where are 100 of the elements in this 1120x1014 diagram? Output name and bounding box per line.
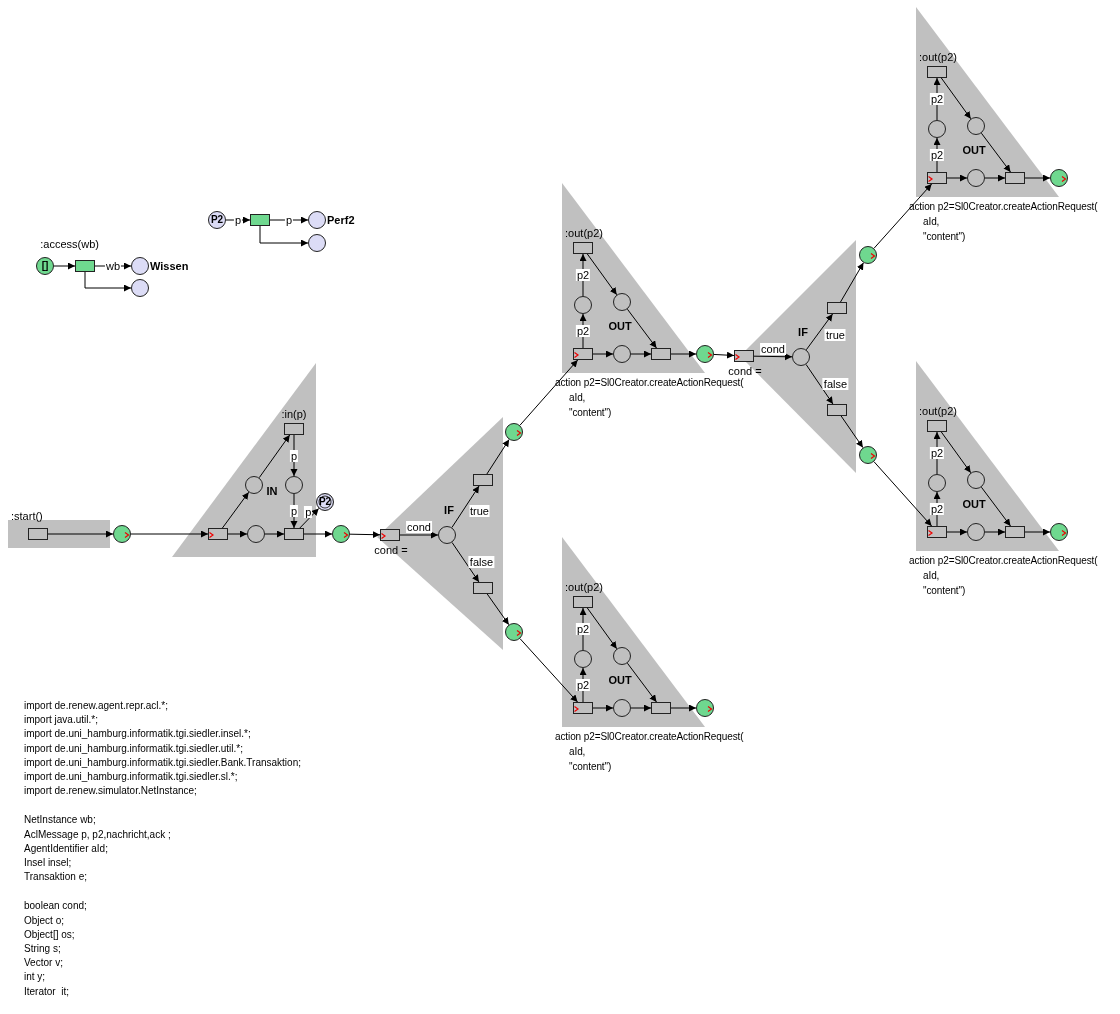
action-inscription: action p2=Sl0Creator.createActionRequest( [909, 200, 1098, 214]
arc-arrow [451, 541, 480, 583]
arc-arrow [805, 363, 834, 405]
region-label: OUT [608, 320, 632, 333]
action-inscription: "content") [923, 584, 966, 598]
code-line: Object o; [24, 913, 65, 927]
arc-arrow [873, 183, 933, 249]
code-line: int y; [24, 970, 46, 984]
arc-arrow [946, 174, 968, 182]
place-circle [36, 257, 54, 275]
transition-box [927, 526, 947, 538]
arc-arrow [670, 704, 697, 712]
arc-arrow [299, 507, 320, 529]
arc-arrow [486, 439, 510, 475]
place-circle [696, 345, 714, 363]
transition-inscription: :out(p2) [919, 51, 957, 64]
transition-box [827, 404, 847, 416]
arc-arrow [349, 531, 381, 539]
place-circle [859, 446, 877, 464]
arc-arrow [1024, 528, 1051, 536]
transition-box [827, 302, 847, 314]
arc-arrow [592, 350, 614, 358]
region-label: IN [266, 485, 278, 498]
code-line: import de.renew.agent.repr.acl.*; [24, 699, 168, 712]
arc-label: p2 [575, 325, 591, 337]
arc-arrow [519, 359, 579, 426]
transition-box [250, 214, 270, 226]
arc-label: p [289, 449, 299, 462]
place-label: P2 [317, 495, 333, 509]
arc-arrow [264, 530, 285, 538]
transition-inscription: cond = [374, 544, 408, 557]
place-circle [332, 525, 350, 543]
arc-arrow [840, 415, 864, 449]
arc-arrow [940, 77, 972, 120]
transition-box [473, 474, 493, 486]
code-line: NetInstance wb; [24, 813, 96, 827]
subnet-triangle [172, 363, 316, 557]
subnet-triangle [562, 537, 705, 727]
arc-arrow [258, 434, 291, 479]
code-line: AclMessage p, p2,nachricht,ack ; [24, 827, 171, 841]
transition-box [208, 528, 228, 540]
arc-arrow [873, 461, 933, 527]
action-inscription: action p2=Sl0Creator.createActionRequest( [555, 376, 744, 390]
subnet-triangle [916, 7, 1059, 197]
arc-arrow [519, 638, 579, 703]
arc-arrow [586, 253, 618, 296]
place-circle [308, 234, 326, 252]
arc-arrow [980, 132, 1011, 173]
arc-arrow [626, 662, 657, 703]
transition-inscription: :access(wb) [40, 238, 99, 251]
code-line: Object[] os; [24, 927, 75, 941]
region-label: OUT [962, 144, 986, 157]
arc-arrow [303, 530, 333, 538]
transition-inscription: :out(p2) [565, 227, 603, 240]
transition-box [927, 172, 947, 184]
action-inscription: aId, [569, 391, 586, 405]
code-line: AgentIdentifier aId; [24, 841, 108, 855]
arc-arrow [670, 350, 697, 358]
arc-arrow [486, 593, 510, 626]
place-circle [505, 623, 523, 641]
arc-arrow [586, 607, 618, 650]
arc-label: p2 [575, 679, 591, 691]
arc-label: p2 [929, 149, 945, 161]
code-line: import de.uni_hamburg.informatik.tgi.siedler.Bank.Transaktion; [24, 755, 301, 769]
place-circle [113, 525, 131, 543]
arc-label: p [304, 506, 313, 519]
arc-label: p2 [929, 503, 945, 515]
transition-box [473, 582, 493, 594]
place-label: Wissen [150, 260, 189, 273]
action-inscription: "content") [569, 406, 612, 420]
transition-inscription: :out(p2) [919, 405, 957, 418]
arc-arrow [630, 350, 652, 358]
arc-arrow [753, 353, 793, 361]
place-label: Perf2 [327, 214, 355, 227]
transition-inscription: cond = [728, 365, 762, 378]
arc-arrow [290, 493, 298, 529]
place-circle [131, 279, 149, 297]
code-line: Insel insel; [24, 856, 72, 869]
code-line: import de.renew.simulator.NetInstance; [24, 784, 197, 798]
arc-label: p2 [929, 93, 945, 105]
arc-arrow [227, 530, 248, 538]
arc-arrow [630, 704, 652, 712]
code-line: Iterator it; [24, 984, 69, 998]
place-circle [696, 699, 714, 717]
arc-arrow [946, 528, 968, 536]
arc-label: false [822, 378, 849, 391]
arc-label: p2 [929, 447, 945, 459]
arc-arrow [840, 262, 864, 303]
transition-box [1005, 526, 1025, 538]
arc-arrow [259, 225, 309, 247]
action-inscription: action p2=Sl0Creator.createActionRequest( [555, 730, 744, 744]
arc-arrow [1024, 174, 1051, 182]
place-circle [1050, 169, 1068, 187]
arc-arrow [592, 704, 614, 712]
arc-arrow [53, 262, 76, 270]
arc-label: p2 [575, 623, 591, 635]
subnet-triangle [916, 361, 1059, 551]
arc-arrow [130, 530, 209, 538]
action-inscription: aId, [569, 745, 586, 759]
arc-label: false [468, 556, 495, 569]
